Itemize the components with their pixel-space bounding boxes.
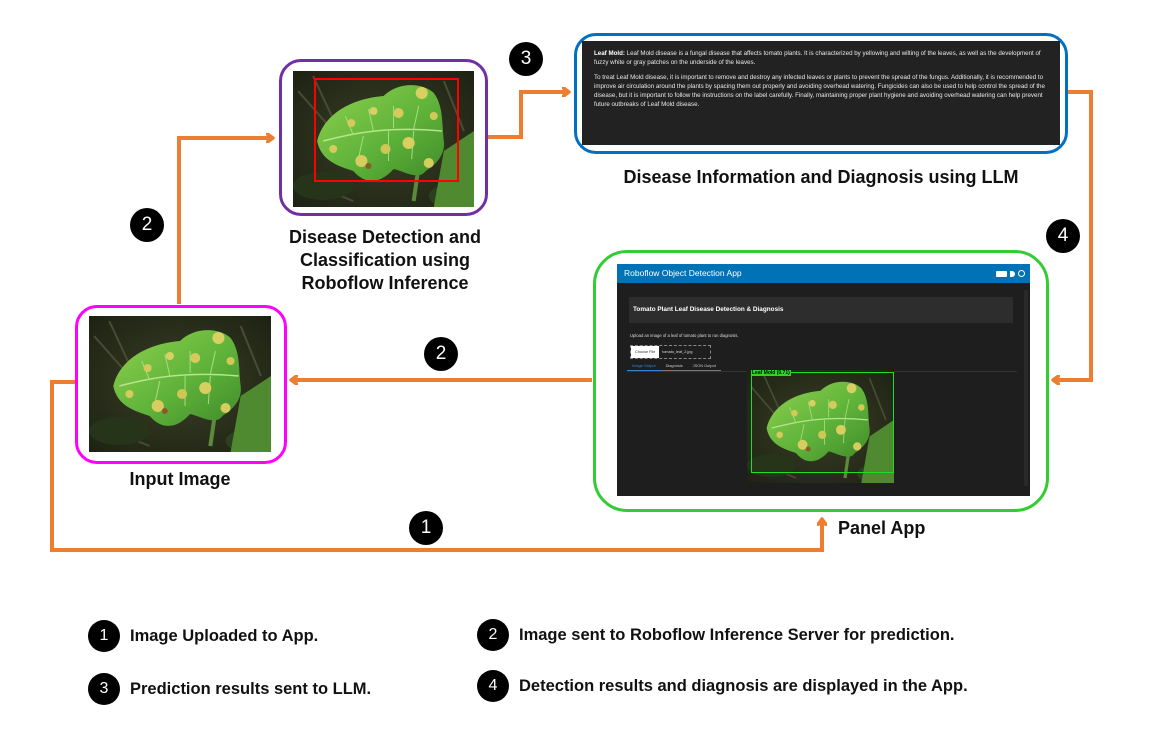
toggle-icon[interactable] [996,270,1007,277]
legend-badge-2: 2 [477,619,509,651]
panel-app-screenshot: Roboflow Object Detection App Tomato Pla… [617,264,1030,496]
app-detection-box [751,372,894,473]
input-caption: Input Image [129,469,231,489]
detection-caption-line-1: Disease Detection and [288,227,482,247]
app-header: Roboflow Object Detection App [617,264,1030,283]
step-badge-1: 1 [409,511,443,545]
legend-text-1: Image Uploaded to App. [130,626,319,645]
app-scrollbar[interactable] [1024,290,1028,486]
detection-caption-line-2: Classification using [299,250,471,270]
step-badge-2-mid: 2 [424,337,458,371]
step-badge-2-top: 2 [130,208,164,242]
file-name: tomato_leaf_2.jpg [662,350,693,354]
llm-disease-label: Leaf Mold: [594,50,625,57]
app-card-title: Tomato Plant Leaf Disease Detection & Di… [629,297,1013,323]
detection-caption: Disease Detection and Classification usi… [254,226,516,295]
llm-paragraph-2: To treat Leaf Mold disease, it is import… [594,74,1045,108]
input-leaf-image [89,316,271,452]
circle-icon[interactable] [1018,270,1025,277]
legend-badge-1: 1 [88,620,120,652]
detection-leaf-image [293,71,474,207]
legend-item-4: 4 Detection results and diagnosis are di… [477,670,968,702]
choose-file-button[interactable]: Choose File [631,346,660,358]
tab-image-output[interactable]: Image Output [627,361,661,371]
app-header-icons [996,264,1025,283]
tab-json-output[interactable]: JSON Output [687,361,721,371]
detection-caption-line-3: Roboflow Inference [301,273,469,293]
file-input[interactable]: Choose File tomato_leaf_2.jpg [630,345,711,359]
legend-item-1: 1 Image Uploaded to App. [88,620,318,652]
moon-icon[interactable] [1010,270,1015,277]
step-badge-4: 4 [1046,219,1080,253]
legend-badge-3: 3 [88,673,120,705]
app-caption: Panel App [838,518,926,538]
legend-text-3: Prediction results sent to LLM. [130,679,372,698]
llm-paragraph-1: Leaf Mold: Leaf Mold disease is a fungal… [594,49,1048,67]
llm-disease-description: Leaf Mold disease is a fungal disease th… [594,50,1041,66]
legend-text-4: Detection results and diagnosis are disp… [519,676,968,695]
arrow-detection-to-llm [487,92,568,139]
legend-badge-4: 4 [477,670,509,702]
step-badge-3: 3 [509,42,543,76]
tab-diagnosis[interactable]: Diagnosis [660,361,688,371]
legend-item-2: 2 Image sent to Roboflow Inference Serve… [477,619,955,651]
leaf-photo-icon [89,316,271,452]
app-output-image: Leaf Mold (0.71) [747,370,894,483]
app-description: Upload an image of a leaf of tomato plan… [630,333,739,338]
legend-text-2: Image sent to Roboflow Inference Server … [519,625,955,644]
legend-item-3: 3 Prediction results sent to LLM. [88,673,371,705]
detection-bounding-box [314,78,459,182]
llm-caption: Disease Information and Diagnosis using … [623,167,1019,187]
app-title: Roboflow Object Detection App [624,268,742,278]
app-detection-label: Leaf Mold (0.71) [751,370,791,376]
llm-output-panel: Leaf Mold: Leaf Mold disease is a fungal… [582,41,1060,145]
